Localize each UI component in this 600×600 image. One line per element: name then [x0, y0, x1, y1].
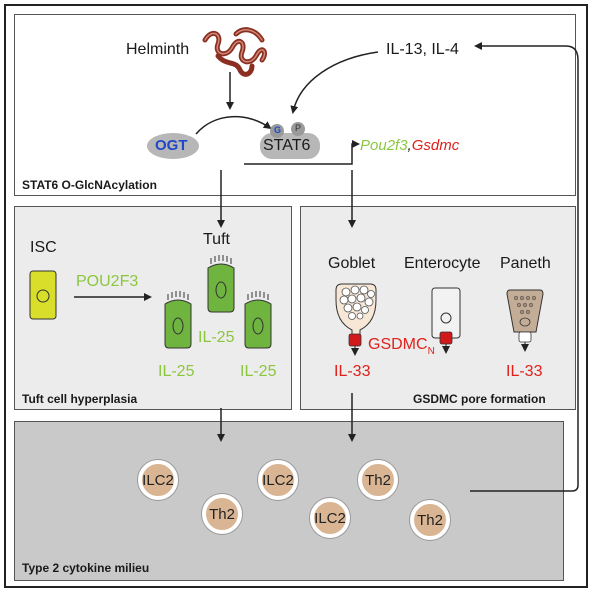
il33-label-1: IL-33	[334, 363, 371, 380]
immune-cell-ilc2: ILC2	[138, 460, 178, 500]
goblet-cell	[335, 283, 377, 356]
immune-cell-th2: Th2	[358, 460, 398, 500]
goblet-label: Goblet	[328, 255, 376, 272]
stat6-panel-title: STAT6 O-GlcNAcylation	[22, 178, 157, 192]
gsdmc-panel-title: GSDMC pore formation	[413, 392, 546, 406]
stat6-label: STAT6	[263, 137, 311, 154]
il25-label-2: IL-25	[158, 363, 195, 380]
helminth-icon	[202, 27, 267, 77]
tuft-panel-title: Tuft cell hyperplasia	[22, 392, 138, 406]
ogt-label: OGT	[155, 137, 188, 154]
gsdmc-n-text: GSDMC	[368, 336, 428, 353]
pou2f3-gene: Pou2f3	[360, 137, 408, 154]
isc-cell	[29, 270, 57, 320]
gene-separator: ,	[407, 137, 412, 154]
milieu-panel	[14, 421, 564, 581]
il33-label-2: IL-33	[506, 363, 543, 380]
immune-cell-th2: Th2	[410, 500, 450, 540]
helminth-label: Helminth	[126, 41, 190, 58]
gsdmc-n-label: GSDMCN	[368, 336, 435, 357]
paneth-cell	[506, 289, 544, 352]
milieu-panel-title: Type 2 cytokine milieu	[22, 561, 150, 575]
tuft-label: Tuft	[203, 231, 230, 248]
stat6-node	[260, 122, 320, 159]
immune-cell-ilc2: ILC2	[310, 498, 350, 538]
il25-label-1: IL-25	[198, 329, 235, 346]
enterocyte-cell	[431, 287, 461, 354]
ogt-node	[147, 133, 199, 159]
isc-label: ISC	[30, 239, 57, 256]
paneth-label: Paneth	[500, 255, 551, 272]
target-genes: Pou2f3,Gsdmc	[360, 138, 459, 153]
enterocyte-label: Enterocyte	[404, 255, 481, 272]
gsdmc-gene: Gsdmc	[411, 137, 460, 154]
il13-il4-label: IL-13, IL-4	[386, 41, 459, 58]
immune-cell-ilc2: ILC2	[258, 460, 298, 500]
g-badge: G	[274, 125, 282, 135]
p-badge: P	[295, 123, 302, 133]
pou2f3-label: POU2F3	[76, 273, 139, 290]
gsdmc-n-subscript: N	[427, 346, 435, 357]
immune-cell-th2: Th2	[202, 494, 242, 534]
il25-label-3: IL-25	[240, 363, 277, 380]
tuft-cell-3	[244, 291, 272, 349]
tuft-cell-1	[164, 291, 192, 349]
tuft-cell-2	[207, 255, 235, 313]
